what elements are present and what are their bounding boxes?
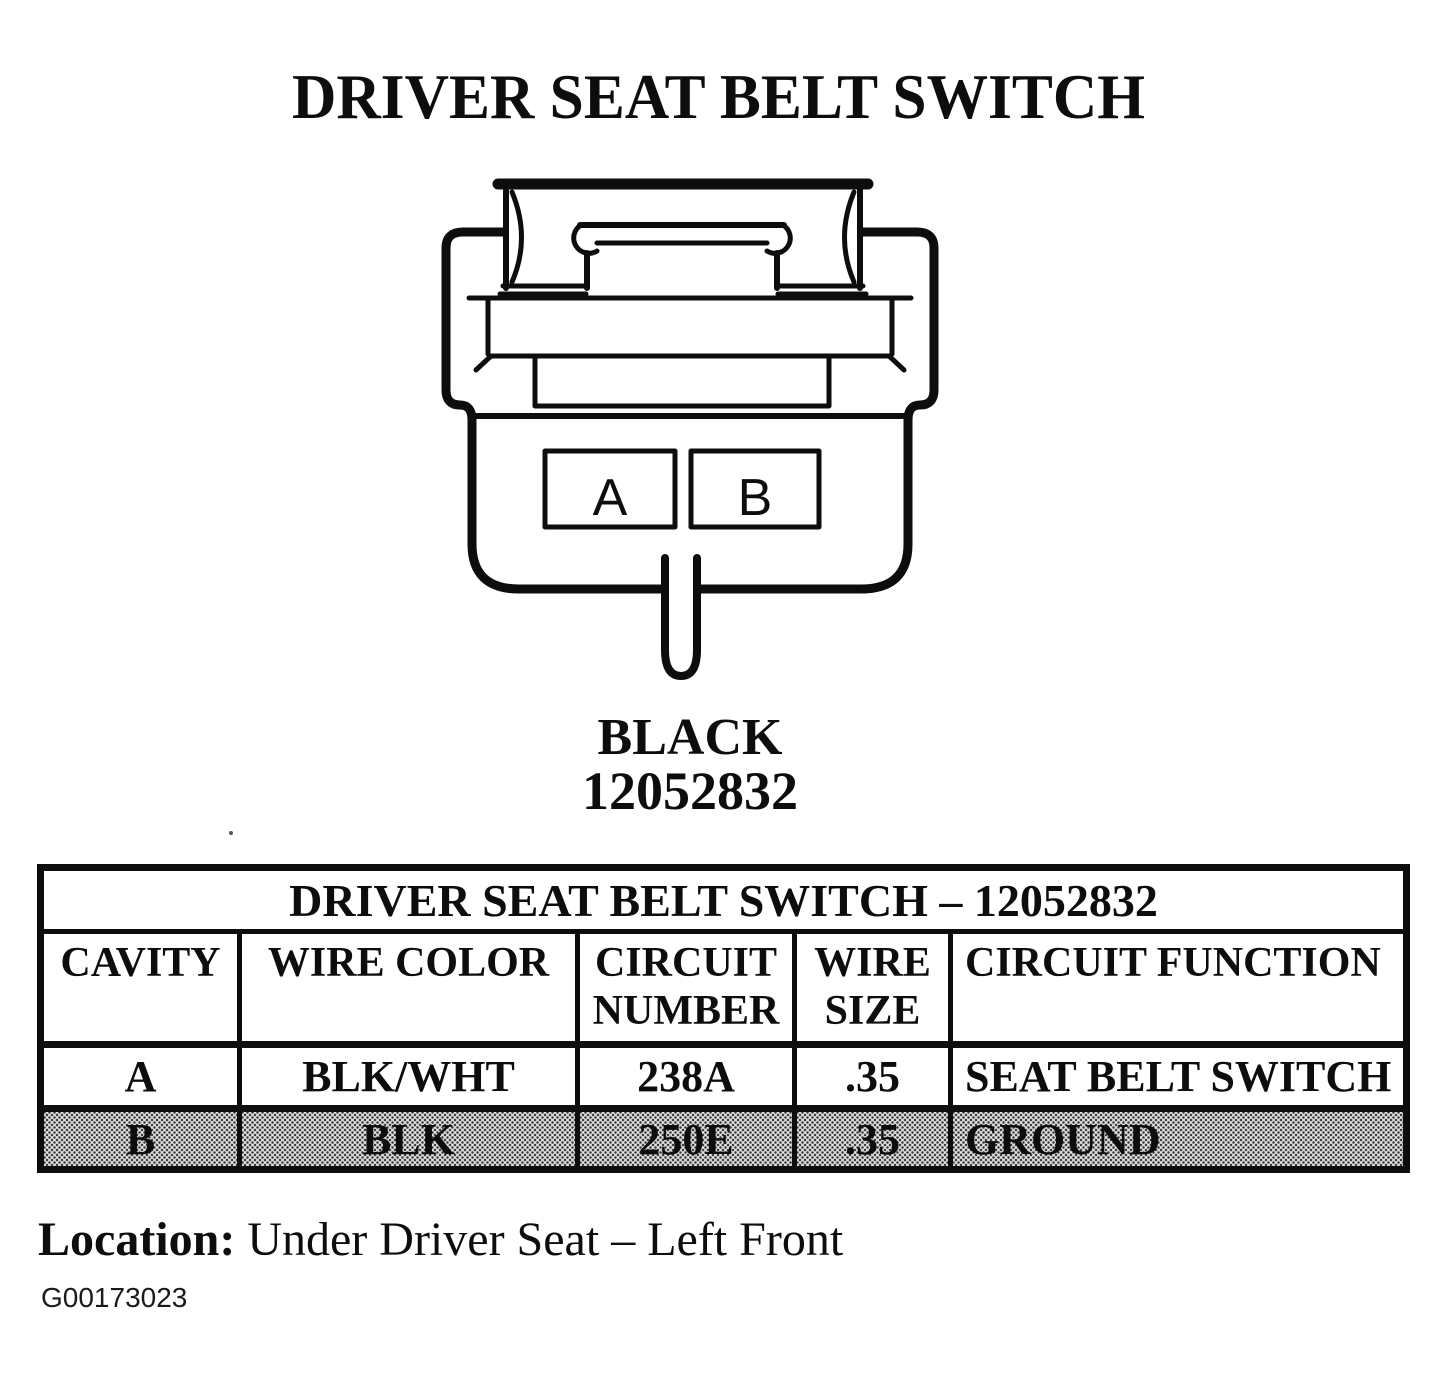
- cell-circuit-number: 250E: [575, 1105, 797, 1172]
- connector-inner-band: [473, 297, 907, 373]
- latch-strap-right-curl: [764, 222, 793, 256]
- location-line: Location: Under Driver Seat – Left Front: [38, 1212, 843, 1267]
- connector-diagram: A B: [441, 178, 939, 680]
- table-row-b: B BLK 250E .35 GROUND: [38, 1105, 1410, 1172]
- cell-circuit-function: SEAT BELT SWITCH: [947, 1042, 1410, 1111]
- scan-artifact: [229, 831, 233, 835]
- header-wire-size: WIRE SIZE: [792, 929, 953, 1048]
- cell-wire-size: .35: [792, 1105, 953, 1172]
- table-row-a: A BLK/WHT 238A .35 SEAT BELT SWITCH: [38, 1042, 1410, 1111]
- cavity-a-box: [542, 448, 678, 530]
- connector-color-label: BLACK: [597, 709, 783, 766]
- cell-wire-size: .35: [792, 1042, 953, 1111]
- figure-id: G00173023: [41, 1282, 188, 1313]
- cell-cavity: A: [38, 1042, 242, 1111]
- connector-caption: BLACK 12052832: [425, 709, 955, 821]
- cavity-b-box: [688, 448, 822, 530]
- header-circuit-number: CIRCUIT NUMBER: [575, 929, 797, 1048]
- latch-post-left-curve: [509, 189, 524, 285]
- cell-circuit-function: GROUND: [947, 1105, 1410, 1172]
- connector-part-number: 12052832: [582, 761, 798, 821]
- index-tab-fill: [665, 558, 697, 676]
- cell-wire-color: BLK: [237, 1105, 580, 1172]
- cell-circuit-number: 238A: [575, 1042, 797, 1111]
- location-value: Under Driver Seat – Left Front: [247, 1213, 844, 1266]
- latch-post-right-curve: [842, 189, 857, 285]
- latch-strap-left-curl: [571, 222, 600, 256]
- latch-post-bases: [497, 283, 869, 297]
- cell-cavity: B: [38, 1105, 242, 1172]
- cavity-a-label: A: [593, 469, 628, 527]
- table-header-row: CAVITY WIRE COLOR CIRCUIT NUMBER WIRE SI…: [38, 929, 1410, 1048]
- cell-wire-color: BLK/WHT: [237, 1042, 580, 1111]
- header-wire-color: WIRE COLOR: [237, 929, 580, 1048]
- latch-post-inner-edges: [584, 250, 780, 291]
- pinout-table: DRIVER SEAT BELT SWITCH – 12052832 CAVIT…: [37, 864, 1411, 1173]
- location-label: Location:: [38, 1213, 236, 1266]
- header-cavity: CAVITY: [38, 929, 242, 1048]
- cavity-b-label: B: [738, 469, 773, 527]
- table-title-row: DRIVER SEAT BELT SWITCH – 12052832: [37, 865, 1410, 934]
- header-circuit-function: CIRCUIT FUNCTION: [947, 929, 1410, 1048]
- connector-lower-band: [532, 355, 832, 409]
- index-tab: [661, 554, 701, 680]
- table-title: DRIVER SEAT BELT SWITCH – 12052832: [37, 865, 1410, 934]
- page-title: DRIVER SEAT BELT SWITCH: [291, 61, 1146, 132]
